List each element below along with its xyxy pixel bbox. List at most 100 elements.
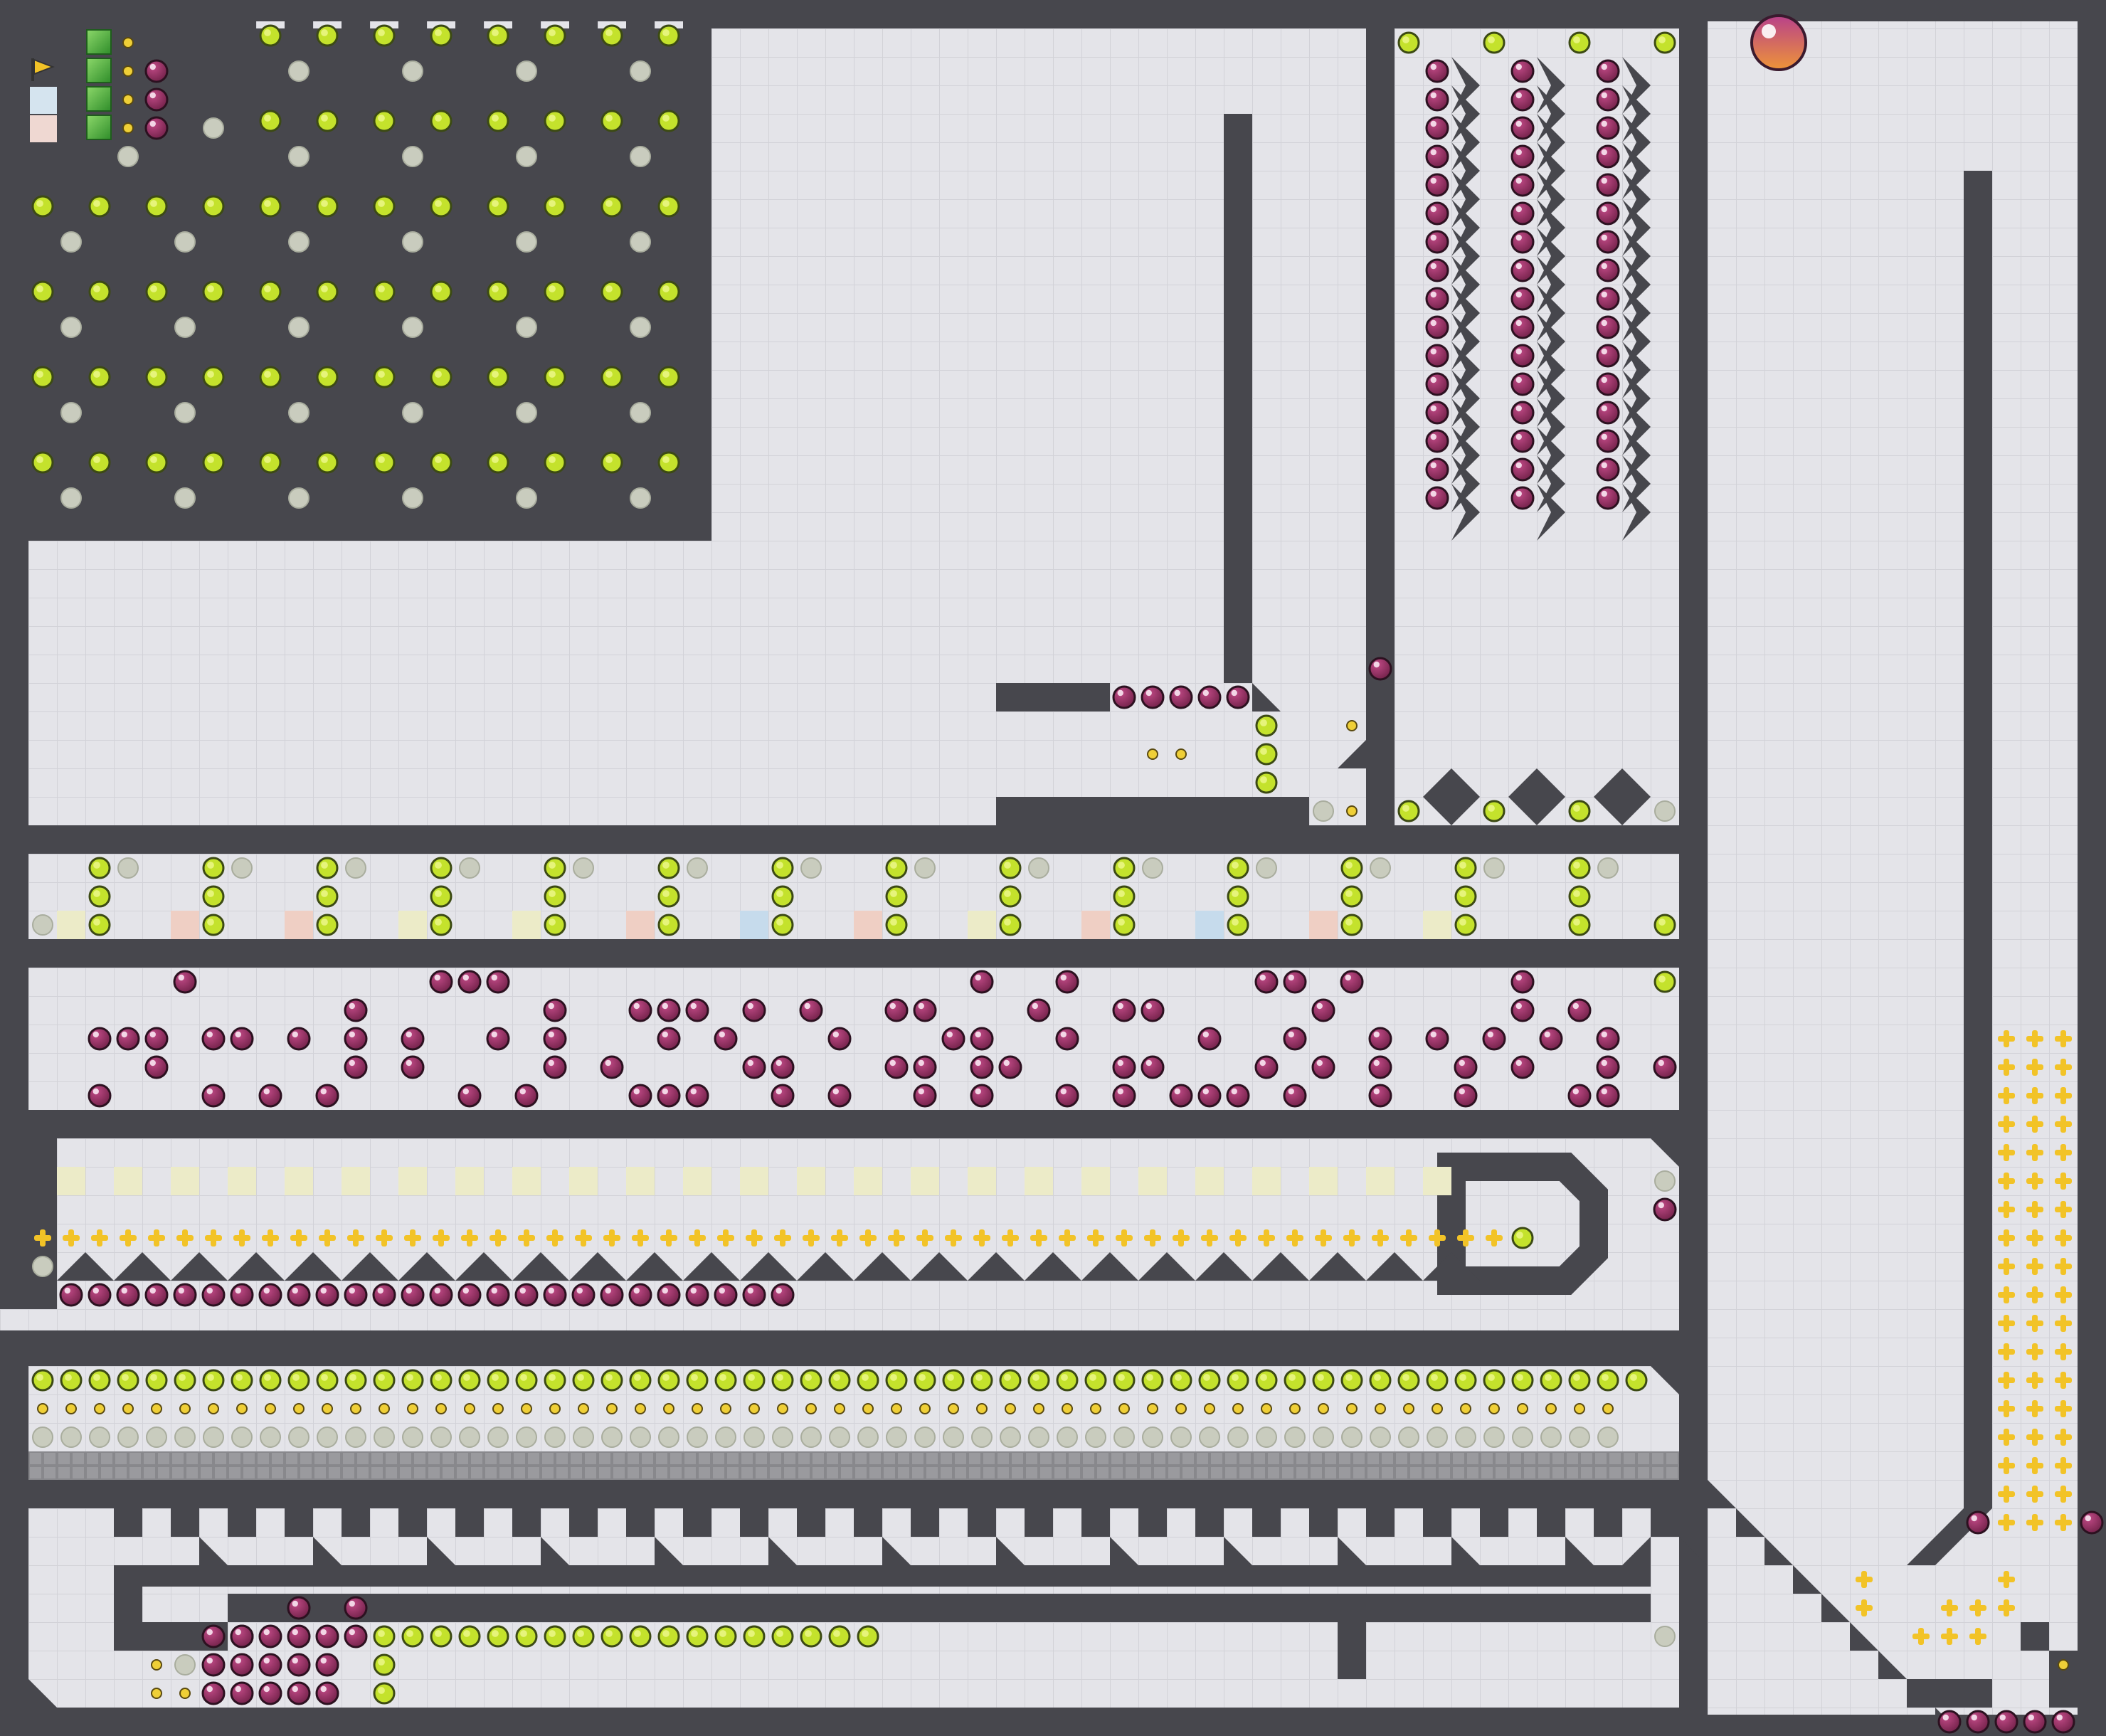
gray-gem-icon[interactable]	[1512, 1427, 1533, 1448]
bomb-icon[interactable]	[657, 998, 681, 1022]
bomb-icon[interactable]	[1596, 1027, 1620, 1051]
coin-icon[interactable]	[208, 1403, 219, 1414]
green-gem-icon[interactable]	[145, 366, 168, 388]
bomb-icon[interactable]	[543, 1055, 567, 1079]
coin-icon[interactable]	[293, 1403, 305, 1414]
bomb-icon[interactable]	[1055, 1084, 1079, 1108]
green-gem-icon[interactable]	[1625, 1369, 1648, 1392]
green-gem-icon[interactable]	[1483, 800, 1506, 822]
coin-icon[interactable]	[1147, 1403, 1158, 1414]
gray-gem-icon[interactable]	[630, 1427, 651, 1448]
gray-gem-icon[interactable]	[402, 60, 423, 82]
green-gem-icon[interactable]	[600, 195, 623, 218]
green-gem-icon[interactable]	[1397, 1369, 1420, 1392]
coin-icon[interactable]	[1147, 748, 1158, 760]
bomb-icon[interactable]	[429, 1283, 453, 1307]
green-gem-icon[interactable]	[31, 195, 54, 218]
green-gem-icon[interactable]	[1255, 771, 1278, 794]
green-gem-icon[interactable]	[1568, 857, 1591, 879]
green-gem-icon[interactable]	[857, 1369, 879, 1392]
bomb-icon[interactable]	[401, 1283, 425, 1307]
bomb-icon[interactable]	[827, 1027, 852, 1051]
spark-icon[interactable]	[1030, 1229, 1047, 1247]
spark-icon[interactable]	[2026, 1173, 2043, 1190]
green-gem-icon[interactable]	[657, 1625, 680, 1648]
gray-gem-icon[interactable]	[1284, 1427, 1306, 1448]
bomb-icon[interactable]	[1596, 401, 1620, 425]
coin-icon[interactable]	[151, 1659, 162, 1671]
spark-icon[interactable]	[2026, 1286, 2043, 1303]
gray-gem-icon[interactable]	[260, 1427, 281, 1448]
green-gem-icon[interactable]	[202, 885, 225, 908]
coin-icon[interactable]	[635, 1403, 646, 1414]
green-gem-icon[interactable]	[885, 857, 908, 879]
gray-gem-icon[interactable]	[630, 402, 651, 423]
bomb-icon[interactable]	[1510, 372, 1535, 396]
bomb-icon[interactable]	[600, 1283, 624, 1307]
gray-gem-icon[interactable]	[630, 60, 651, 82]
bomb-icon[interactable]	[1510, 230, 1535, 254]
gray-gem-icon[interactable]	[601, 1427, 623, 1448]
player-ball-icon[interactable]	[1750, 14, 1807, 71]
gray-gem-icon[interactable]	[60, 487, 82, 509]
green-gem-icon[interactable]	[373, 1653, 396, 1676]
spark-icon[interactable]	[1998, 1144, 2015, 1161]
gray-gem-icon[interactable]	[1569, 1427, 1590, 1448]
gray-gem-icon[interactable]	[1256, 1427, 1277, 1448]
green-gem-icon[interactable]	[316, 280, 339, 303]
gray-gem-icon[interactable]	[117, 1427, 139, 1448]
spark-icon[interactable]	[2026, 1087, 2043, 1104]
gray-gem-icon[interactable]	[1370, 857, 1391, 879]
green-gem-icon[interactable]	[88, 857, 111, 879]
green-gem-icon[interactable]	[487, 24, 509, 47]
bomb-icon[interactable]	[287, 1283, 311, 1307]
coin-icon[interactable]	[834, 1403, 845, 1414]
spark-icon[interactable]	[1998, 1429, 2015, 1446]
bomb-icon[interactable]	[970, 1027, 994, 1051]
gray-gem-icon[interactable]	[857, 1427, 879, 1448]
spark-icon[interactable]	[1998, 1599, 2015, 1616]
bomb-icon[interactable]	[1425, 315, 1449, 339]
bomb-icon[interactable]	[1141, 1055, 1165, 1079]
spark-icon[interactable]	[1998, 1201, 2015, 1218]
gray-gem-icon[interactable]	[32, 1427, 53, 1448]
coin-icon[interactable]	[1062, 1403, 1073, 1414]
coin-icon[interactable]	[1403, 1403, 1414, 1414]
green-gem-icon[interactable]	[1454, 857, 1477, 879]
green-gem-icon[interactable]	[373, 1682, 396, 1705]
bomb-icon[interactable]	[1169, 1084, 1193, 1108]
gray-gem-icon[interactable]	[288, 487, 309, 509]
coin-icon[interactable]	[464, 1403, 475, 1414]
green-gem-icon[interactable]	[857, 1625, 879, 1648]
spark-icon[interactable]	[746, 1229, 763, 1247]
green-gem-icon[interactable]	[544, 914, 566, 936]
spark-icon[interactable]	[347, 1229, 364, 1247]
green-gem-icon[interactable]	[259, 280, 282, 303]
green-gem-icon[interactable]	[828, 1625, 851, 1648]
green-gem-icon[interactable]	[1227, 1369, 1249, 1392]
coin-icon[interactable]	[1318, 1403, 1329, 1414]
spark-icon[interactable]	[2026, 1258, 2043, 1275]
spark-icon[interactable]	[1144, 1229, 1161, 1247]
gray-gem-icon[interactable]	[402, 231, 423, 253]
coin-icon[interactable]	[919, 1403, 931, 1414]
green-gem-icon[interactable]	[600, 1625, 623, 1648]
spark-icon[interactable]	[1969, 1628, 1986, 1645]
bomb-icon[interactable]	[1454, 1055, 1478, 1079]
spark-icon[interactable]	[575, 1229, 592, 1247]
spark-icon[interactable]	[1457, 1229, 1474, 1247]
bomb-icon[interactable]	[1596, 173, 1620, 197]
spark-icon[interactable]	[660, 1229, 677, 1247]
green-gem-icon[interactable]	[373, 1625, 396, 1648]
spark-icon[interactable]	[148, 1229, 165, 1247]
gray-gem-icon[interactable]	[516, 402, 537, 423]
gray-gem-icon[interactable]	[573, 857, 594, 879]
green-gem-icon[interactable]	[544, 1625, 566, 1648]
coin-icon[interactable]	[692, 1403, 703, 1414]
spark-icon[interactable]	[2026, 1486, 2043, 1503]
bomb-icon[interactable]	[144, 59, 169, 83]
green-gem-icon[interactable]	[31, 1369, 54, 1392]
gray-gem-icon[interactable]	[345, 857, 366, 879]
green-gem-icon[interactable]	[259, 110, 282, 132]
green-gem-icon[interactable]	[1483, 1369, 1506, 1392]
